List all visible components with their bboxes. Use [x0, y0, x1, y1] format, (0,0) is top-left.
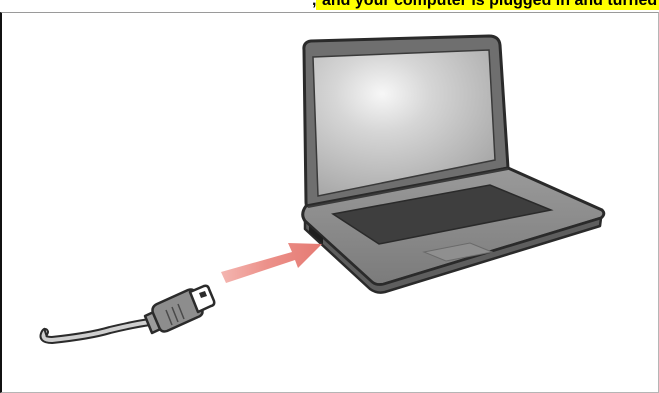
laptop-icon — [303, 36, 604, 293]
insert-arrow-icon — [221, 243, 322, 283]
usb-cable-icon — [44, 286, 215, 340]
